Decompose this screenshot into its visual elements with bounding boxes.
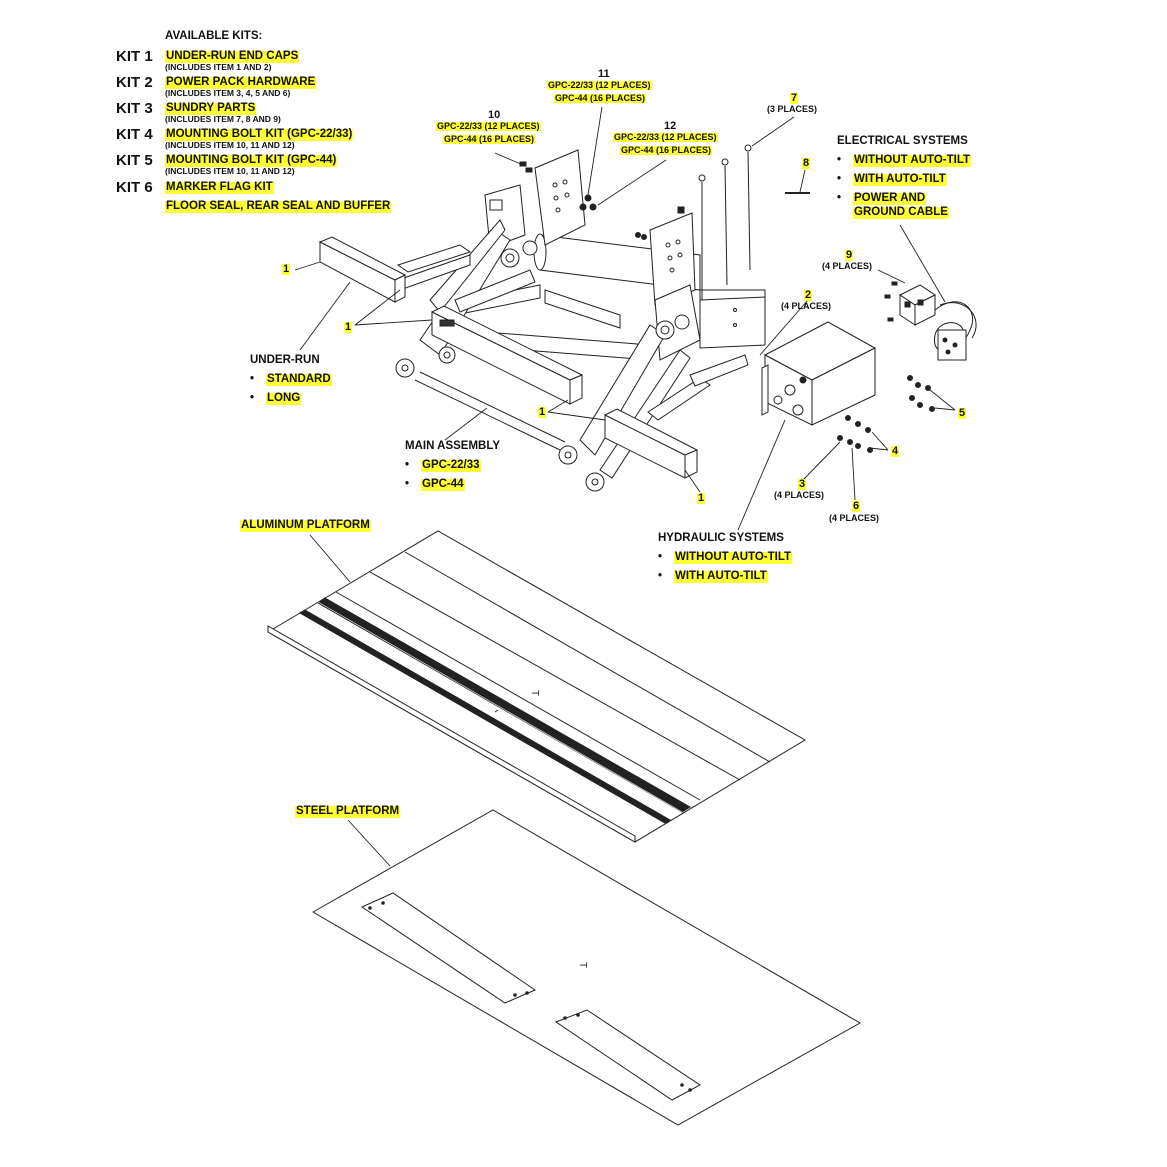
svg-text:T: T (529, 690, 540, 696)
kit-3-number: KIT 3 (116, 100, 153, 117)
under-run-bullet-1: • (250, 373, 255, 385)
callout-1-middle: 1 (344, 321, 353, 333)
under-run-long: LONG (266, 392, 302, 405)
electrical-title: ELECTRICAL SYSTEMS (837, 135, 968, 147)
hydraulic-with-auto-tilt: WITH AUTO-TILT (674, 570, 768, 583)
callout-1-front: 1 (538, 406, 547, 418)
steel-platform: T (311, 809, 862, 1126)
mounting-hardware (519, 144, 935, 453)
electrical-bullet-2: • (837, 173, 842, 185)
main-gpc-22-33: GPC-22/33 (421, 459, 481, 472)
under-run-bullet-2: • (250, 392, 255, 404)
main-gpc-44: GPC-44 (421, 478, 465, 491)
callout-7-places: (3 PLACES) (767, 104, 818, 114)
kit-4-includes: (INCLUDES ITEM 10, 11 AND 12) (165, 140, 295, 150)
kit-2-includes: (INCLUDES ITEM 3, 4, 5 AND 6) (165, 88, 291, 98)
under-run-standard: STANDARD (266, 373, 332, 386)
callout-5-number: 5 (958, 407, 967, 419)
kit-5-includes: (INCLUDES ITEM 10, 11 AND 12) (165, 166, 295, 176)
callout-4-number: 4 (891, 445, 900, 457)
hydraulic-without-auto-tilt: WITHOUT AUTO-TILT (674, 551, 793, 564)
kit-1-includes: (INCLUDES ITEM 1 AND 2) (165, 62, 272, 72)
callout-8-number: 8 (802, 157, 811, 169)
callout-3-number: 3 (798, 478, 807, 490)
callout-6-number: 6 (852, 500, 861, 512)
callout-12-line1: GPC-22/33 (12 PLACES) (613, 132, 718, 142)
callout-1-left: 1 (282, 263, 291, 275)
electrical-power-and: POWER AND (853, 192, 927, 205)
main-bullet-1: • (405, 459, 410, 471)
kit-5-number: KIT 5 (116, 152, 153, 169)
electrical-bullet-3: • (837, 192, 842, 204)
kit-1-number: KIT 1 (116, 48, 153, 65)
svg-text:T: T (577, 962, 588, 968)
callout-1-right: 1 (697, 492, 706, 504)
kit-extra-seal-buffer: FLOOR SEAL, REAR SEAL AND BUFFER (165, 200, 392, 213)
callout-6-places: (4 PLACES) (829, 513, 880, 523)
callout-10-number: 10 (488, 109, 501, 121)
electrical-with-auto-tilt: WITH AUTO-TILT (853, 173, 947, 186)
steel-platform-label: STEEL PLATFORM (295, 805, 401, 818)
callout-9-number: 9 (845, 249, 854, 261)
kit-1-name: UNDER-RUN END CAPS (165, 50, 300, 63)
callout-11-line2: GPC-44 (16 PLACES) (554, 93, 647, 103)
callout-10-line2: GPC-44 (16 PLACES) (443, 134, 536, 144)
electrical-ground-cable: GROUND CABLE (853, 206, 949, 219)
callout-10-line1: GPC-22/33 (12 PLACES) (436, 121, 541, 131)
callout-3-places: (4 PLACES) (774, 490, 825, 500)
electrical-bullet-1: • (837, 154, 842, 166)
main-bullet-2: • (405, 478, 410, 490)
power-pack-unit (761, 321, 877, 426)
kit-6-number: KIT 6 (116, 179, 153, 196)
electrical-control-box (899, 284, 977, 361)
kit-3-name: SUNDRY PARTS (165, 102, 257, 115)
under-run-end-caps (318, 236, 699, 479)
callout-11-number: 11 (598, 68, 610, 80)
hydraulic-bullet-2: • (658, 570, 663, 582)
hydraulic-title: HYDRAULIC SYSTEMS (658, 532, 784, 544)
callout-12-number: 12 (664, 120, 677, 132)
callout-11-line1: GPC-22/33 (12 PLACES) (547, 80, 652, 90)
kit-2-name: POWER PACK HARDWARE (165, 76, 317, 89)
leader-lines (294, 106, 956, 867)
main-assembly-title: MAIN ASSEMBLY (405, 440, 500, 452)
callout-12-line2: GPC-44 (16 PLACES) (620, 145, 713, 155)
callout-2-number: 2 (804, 289, 813, 301)
kit-2-number: KIT 2 (116, 74, 153, 91)
aluminum-platform: T (267, 530, 806, 843)
callout-7-number: 7 (790, 92, 799, 104)
kit-3-includes: (INCLUDES ITEM 7, 8 AND 9) (165, 114, 281, 124)
callout-2-places: (4 PLACES) (781, 301, 832, 311)
kit-4-name: MOUNTING BOLT KIT (GPC-22/33) (165, 128, 354, 141)
electrical-without-auto-tilt: WITHOUT AUTO-TILT (853, 154, 972, 167)
kits-heading: AVAILABLE KITS: (165, 30, 263, 42)
callout-9-places: (4 PLACES) (822, 261, 873, 271)
kit-5-name: MOUNTING BOLT KIT (GPC-44) (165, 154, 338, 167)
hydraulic-bullet-1: • (658, 551, 663, 563)
kit-4-number: KIT 4 (116, 126, 153, 143)
under-run-title: UNDER-RUN (250, 354, 320, 366)
aluminum-platform-label: ALUMINUM PLATFORM (240, 519, 371, 532)
kit-6-name: MARKER FLAG KIT (165, 181, 274, 194)
